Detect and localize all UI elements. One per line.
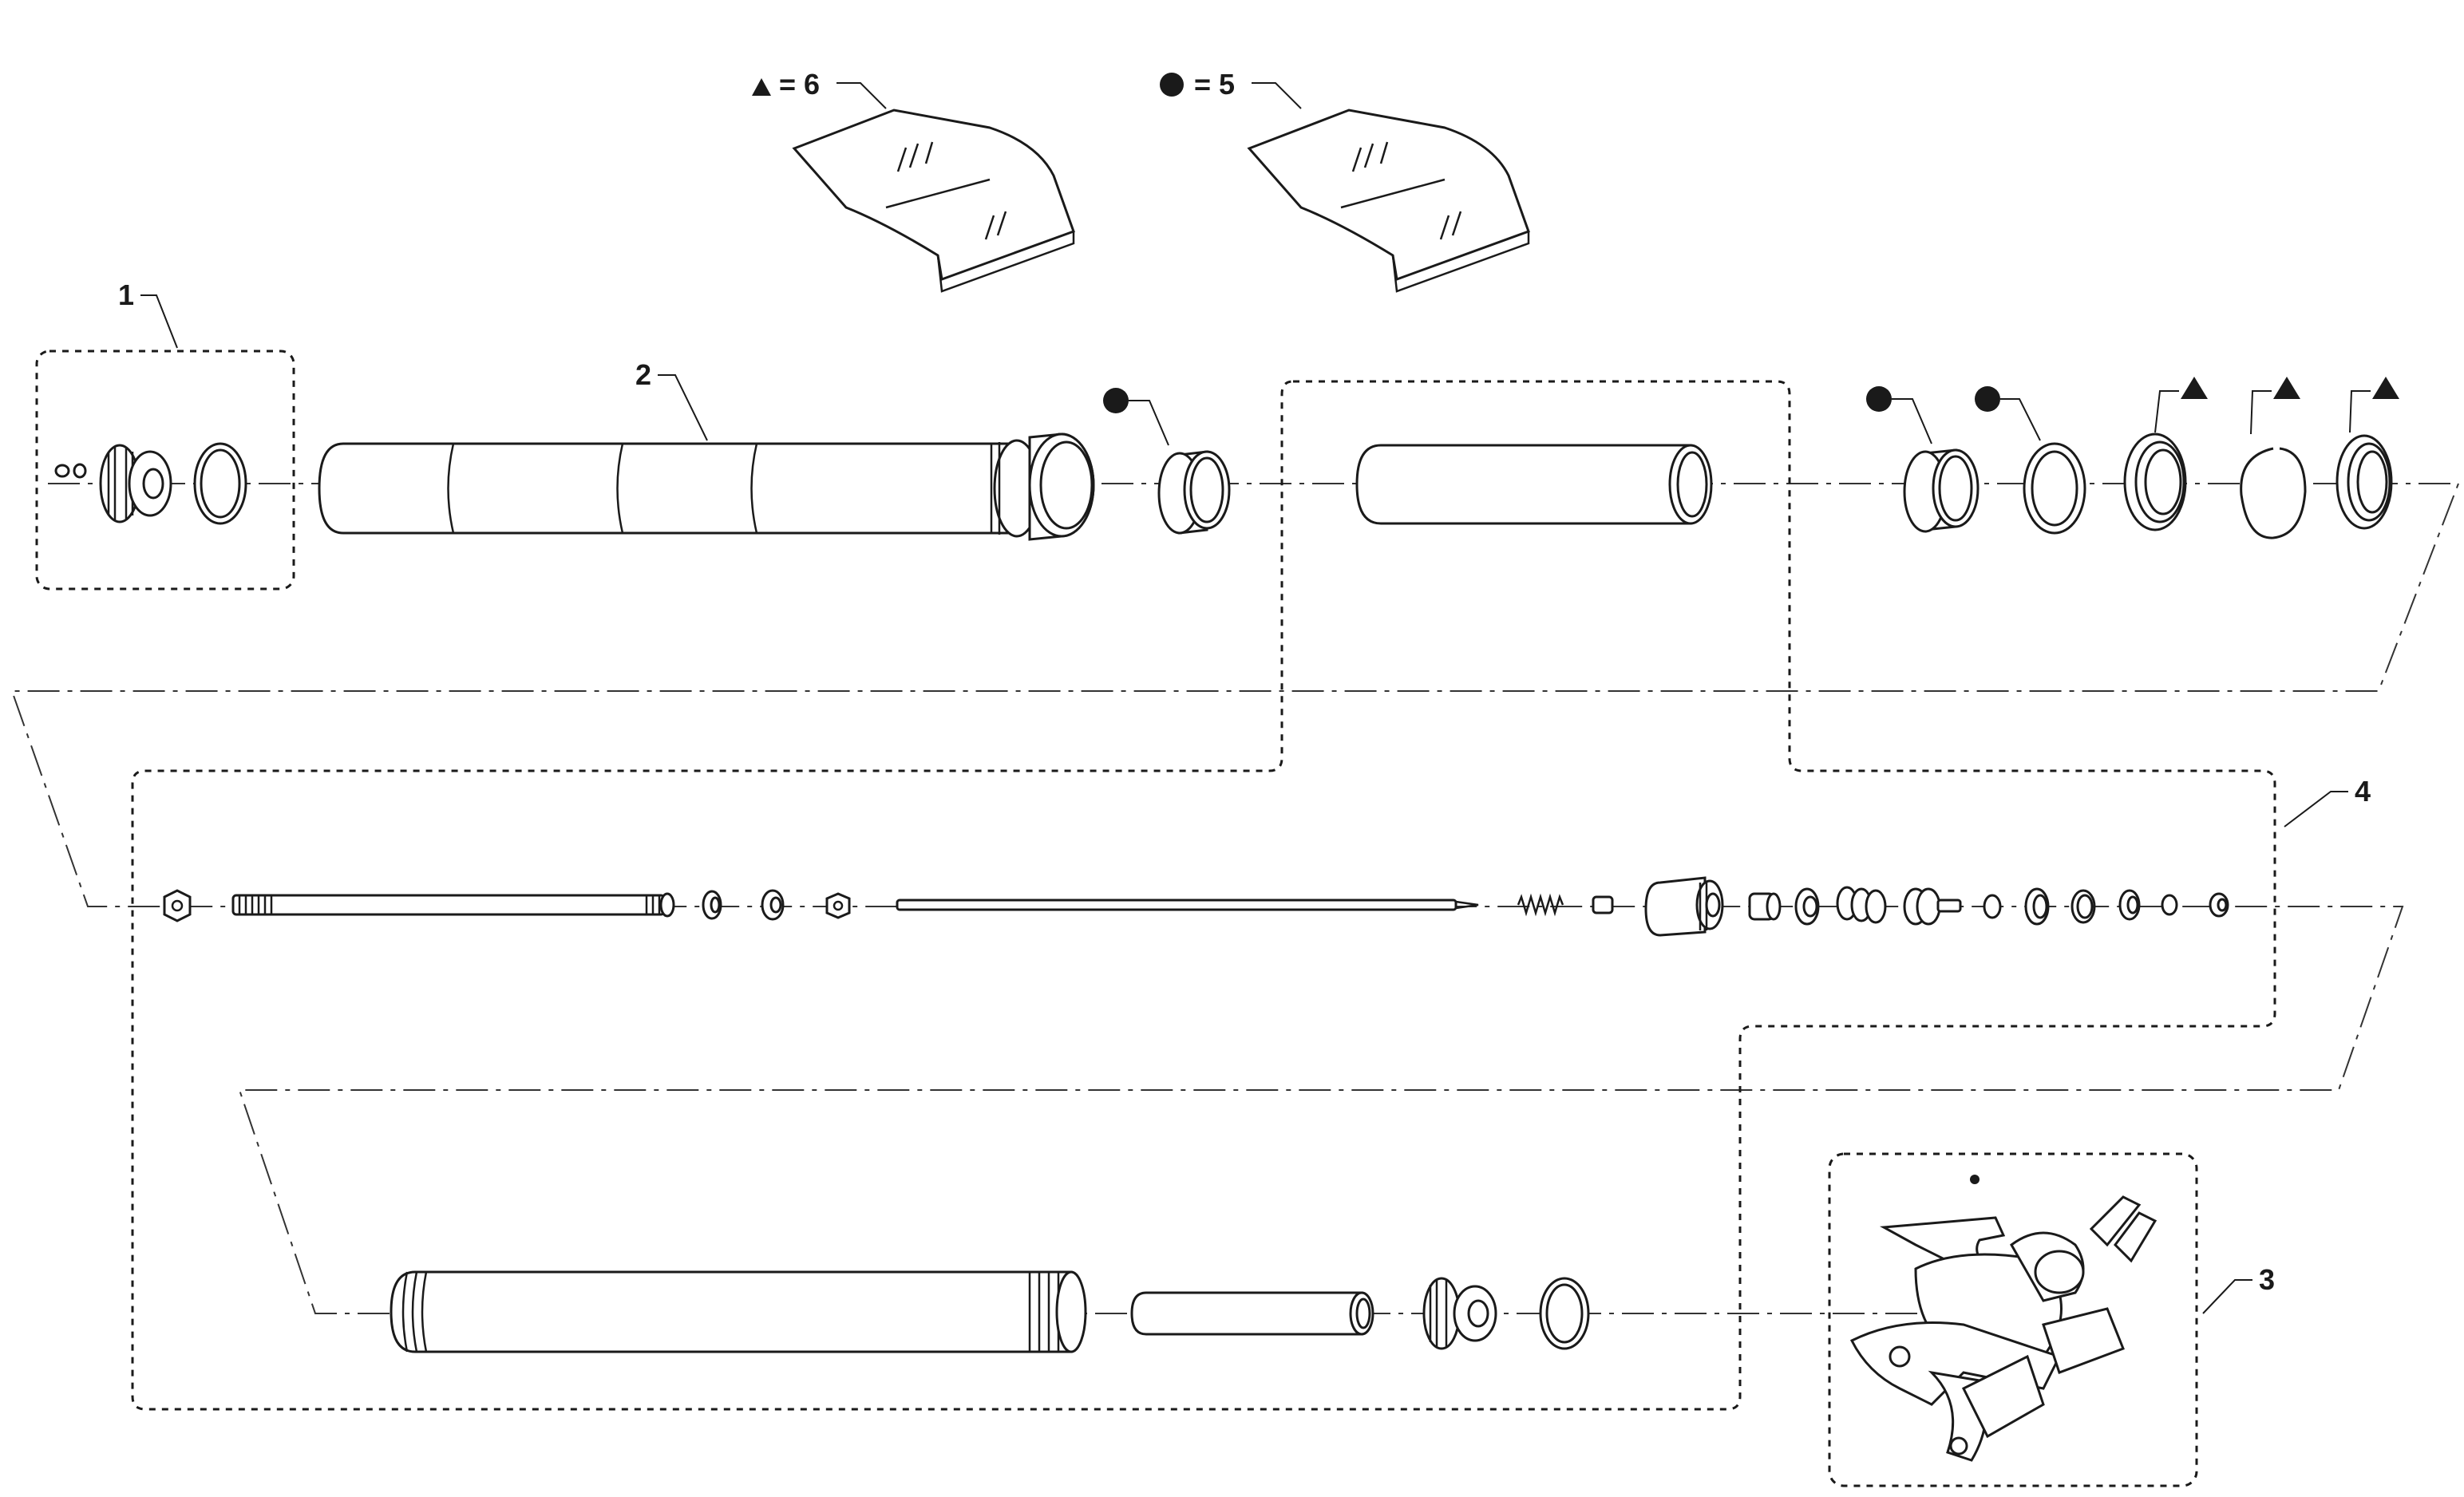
washer-3 (761, 889, 785, 921)
triangle-symbol (752, 78, 771, 96)
hex-nut-2 (825, 892, 851, 919)
seal-3 (1794, 887, 1820, 926)
hex-nut-1 (163, 889, 192, 922)
cylinder-sleeve (1130, 1291, 1374, 1336)
washer-1 (1975, 386, 2086, 535)
end-cap-2 (1422, 1277, 1497, 1350)
outer-tube (390, 1270, 1087, 1353)
nut-small (54, 463, 87, 479)
barrel-tube-main (318, 433, 1095, 541)
group-box-1 (35, 350, 295, 591)
valve-stem (1903, 887, 1962, 926)
parts-bag-icon (1247, 109, 1530, 293)
needle-rod (896, 899, 1479, 911)
callout-2: 2 (635, 358, 708, 441)
circle-symbol (1160, 73, 1184, 97)
piston-rod (231, 892, 675, 918)
callout-label-4: 4 (2355, 775, 2371, 808)
o-ring-3 (2161, 894, 2178, 916)
callout-1: 1 (118, 278, 178, 349)
valve-body (1644, 876, 1724, 937)
small-sleeve (1592, 895, 1614, 914)
legend-triangle: = 6 (752, 68, 1075, 293)
legend-circle: = 5 (1160, 68, 1530, 293)
bushing-2 (1866, 386, 1980, 533)
seal-4 (2024, 887, 2050, 926)
legend-triangle-text: = 6 (779, 68, 820, 101)
callout-label-3: 3 (2259, 1263, 2275, 1296)
washer-2 (702, 890, 722, 920)
callout-3: 3 (2202, 1263, 2275, 1314)
seal-6 (2209, 892, 2229, 918)
washer-4 (1983, 894, 2002, 919)
spacer-1 (1748, 892, 1782, 921)
o-ring-4 (1539, 1277, 1590, 1350)
o-ring-1 (193, 442, 247, 525)
grease-gun-head-assembly (1849, 1175, 2157, 1462)
seal-2 (2335, 377, 2399, 530)
callout-label-1: 1 (118, 278, 134, 311)
parts-bag-icon (792, 109, 1075, 293)
seal-stack (1836, 886, 1887, 924)
inner-tube (1355, 444, 1713, 525)
legend-circle-text: = 5 (1194, 68, 1235, 101)
bushing-1 (1103, 388, 1231, 535)
callout-4: 4 (2284, 775, 2371, 827)
spring (1517, 893, 1564, 917)
snap-ring (2240, 377, 2307, 539)
end-cap-threaded (99, 444, 172, 523)
seal-1 (2123, 377, 2208, 531)
seal-5 (2118, 889, 2141, 921)
o-ring-2 (2070, 889, 2096, 924)
group-box-4 (131, 380, 2276, 1411)
callout-label-2: 2 (635, 358, 651, 391)
group-box-3 (1828, 1152, 2198, 1487)
